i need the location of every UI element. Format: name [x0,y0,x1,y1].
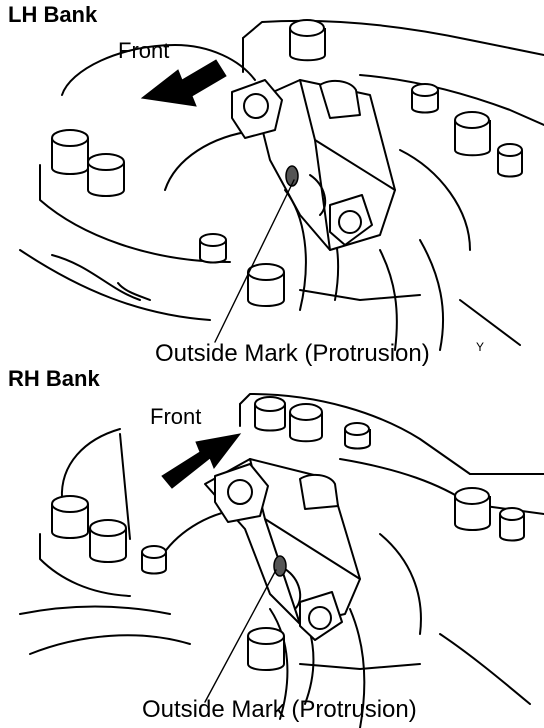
rh-bolt [344,422,371,450]
lh-bank-panel: LH Bank Front Outside Mark (Protrusion) … [8,2,544,367]
rh-outside-mark-label: Outside Mark (Protrusion) [142,696,417,723]
rh-bank-title: RH Bank [8,366,100,391]
rh-head-outline [60,428,121,500]
lh-bolt [51,129,89,175]
rh-front-arrow [161,433,242,489]
lh-head-outline [61,44,256,96]
rh-bank-panel: RH Bank Front Outside Mark (Protrusion) [0,364,544,728]
lh-front-label: Front [118,38,170,63]
lh-bank-drawing [19,19,544,351]
lh-bolt [199,233,227,264]
lh-outside-mark-label: Outside Mark (Protrusion) [155,340,430,367]
lh-bolt [289,19,326,62]
lh-leader-line [214,179,295,343]
rh-bolt [89,519,127,563]
lh-bolt [247,263,285,307]
rh-bolt [247,627,285,671]
rh-front-label: Front [150,404,202,429]
rh-bolt [141,545,167,575]
rh-bolt [499,507,525,542]
lh-outside-mark-protrusion [285,165,299,187]
rh-bolt [254,396,286,432]
lh-bolt [87,153,125,197]
rh-bank-drawing [19,393,544,728]
rh-bolt [454,487,491,531]
rh-bolt [51,495,89,539]
rh-outside-mark-protrusion [273,555,287,577]
lh-front-arrow [140,59,227,107]
rh-leader-line [204,569,277,703]
lh-bolt [411,83,439,114]
lh-corner-glyph: Y [476,340,485,354]
lh-bolt [454,111,491,157]
lh-bolt [497,143,523,178]
rh-bolt [289,403,323,443]
lh-bank-title: LH Bank [8,2,98,27]
